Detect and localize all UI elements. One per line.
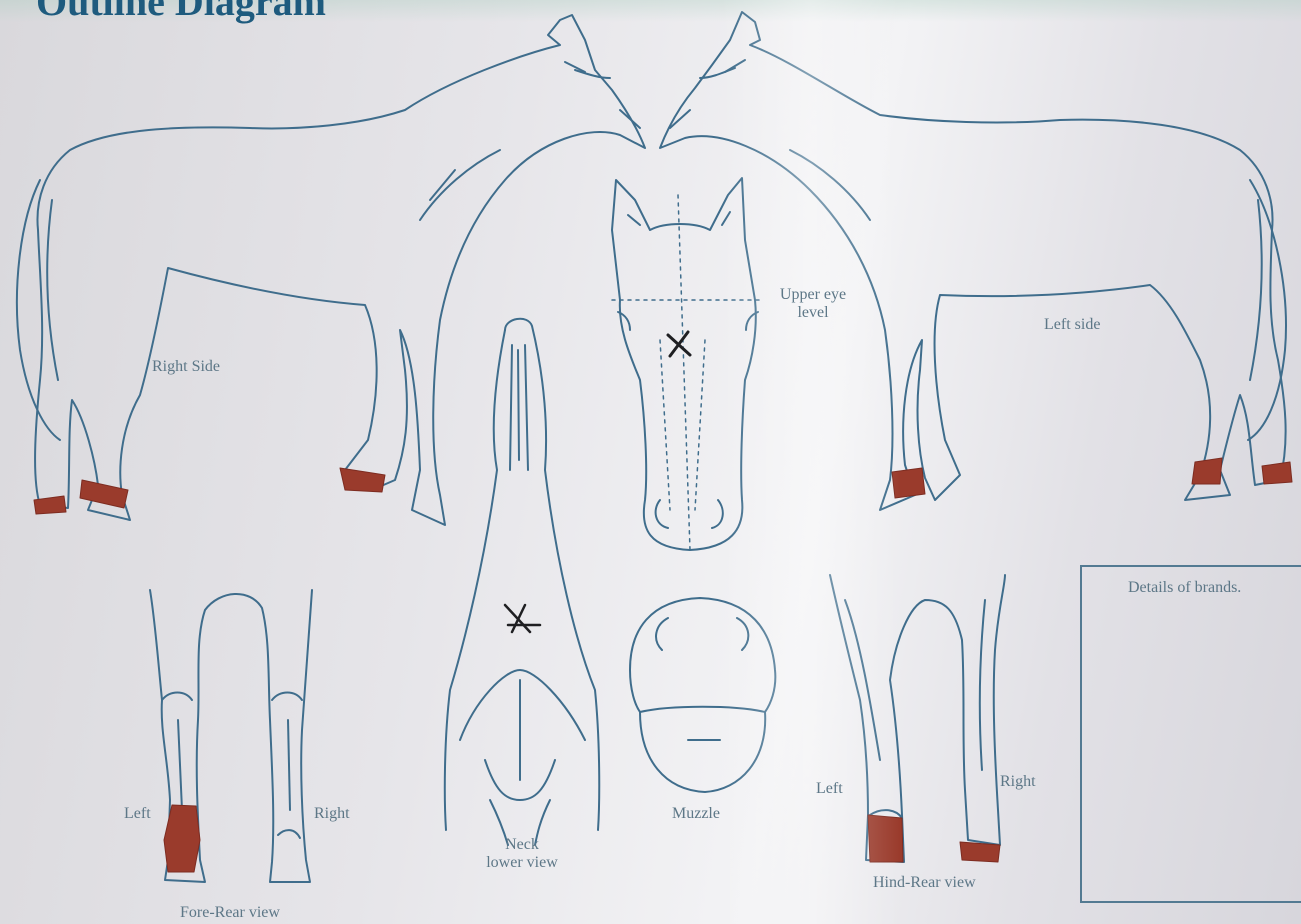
marking-left-hind-b [1262, 462, 1292, 484]
neck-lower-view-outline [445, 319, 599, 845]
label-right-side: Right Side [152, 358, 220, 376]
marking-hind-right [960, 842, 1000, 862]
label-left-side: Left side [1044, 316, 1100, 334]
label-fore-rear-view: Fore-Rear view [180, 904, 280, 922]
marking-hind-left [868, 815, 903, 862]
label-neck-lower-view: Neck lower view [462, 836, 582, 872]
brand-details-title: Details of brands. [1128, 579, 1241, 597]
label-hind-left: Left [816, 780, 843, 798]
hind-rear-view-outline [830, 575, 1005, 862]
left-side-horse-outline [660, 12, 1286, 510]
marking-left-fore [892, 468, 925, 498]
cross-mark-head [668, 332, 690, 356]
label-upper-eye-line1: Upper eye [778, 286, 848, 304]
label-hind-rear-view: Hind-Rear view [873, 874, 976, 892]
label-neck-line1: Neck [462, 836, 582, 854]
brand-details-box: Details of brands. [1080, 565, 1301, 903]
label-fore-left: Left [124, 805, 151, 823]
marking-fore-left [164, 805, 200, 872]
marking-left-hind-a [1192, 458, 1222, 484]
label-hind-right: Right [1000, 773, 1036, 791]
label-upper-eye-level: Upper eye level [778, 286, 848, 322]
label-fore-right: Right [314, 805, 350, 823]
muzzle-outline [630, 598, 775, 792]
head-front-view-outline [612, 178, 760, 550]
right-side-horse-outline [17, 15, 645, 525]
cross-mark-neck [505, 605, 540, 632]
label-neck-line2: lower view [462, 854, 582, 872]
marking-right-fore [340, 468, 385, 492]
label-upper-eye-line2: level [778, 304, 848, 322]
label-muzzle: Muzzle [672, 805, 720, 823]
